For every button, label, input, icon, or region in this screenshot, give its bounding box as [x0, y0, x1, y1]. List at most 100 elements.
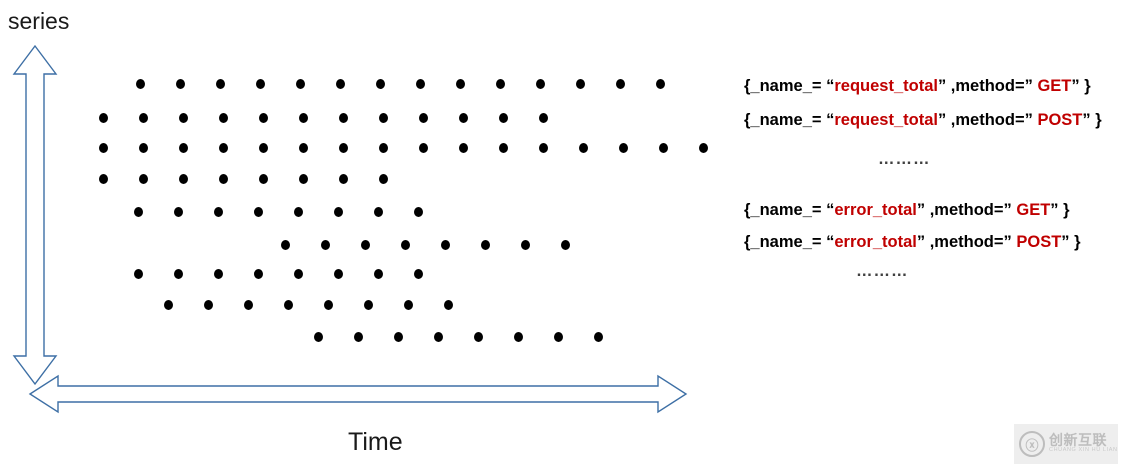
legend-metric-name: request_total — [834, 111, 938, 129]
scatter-dot — [338, 143, 348, 153]
legend-middle: ” ,method=” — [937, 111, 1038, 129]
scatter-dot — [373, 207, 383, 217]
legend-prefix: {_name_= “ — [744, 111, 835, 129]
scatter-dot — [535, 79, 545, 89]
scatter-dot — [213, 207, 223, 217]
scatter-dot — [338, 174, 348, 184]
scatter-dot — [418, 113, 428, 123]
legend-metric-name: request_total — [834, 77, 938, 95]
scatter-dot — [218, 113, 228, 123]
legend-suffix: ” } — [1061, 233, 1081, 251]
legend-item: {_name_= “error_total” ,method=” POST” } — [744, 234, 1081, 251]
watermark: ⓧ 创新互联 CHUANG XIN HU LIAN — [1014, 424, 1118, 464]
watermark-text: 创新互联 CHUANG XIN HU LIAN — [1049, 434, 1118, 454]
scatter-dot — [593, 332, 603, 342]
scatter-dot — [443, 300, 453, 310]
scatter-dot — [538, 143, 548, 153]
scatter-dot — [655, 79, 665, 89]
scatter-dot — [255, 79, 265, 89]
scatter-dot — [393, 332, 403, 342]
scatter-dot — [480, 240, 490, 250]
legend-method-value: GET — [1016, 201, 1051, 219]
scatter-dot — [293, 207, 303, 217]
scatter-dot — [513, 332, 523, 342]
legend-prefix: {_name_= “ — [744, 77, 835, 95]
scatter-dot — [433, 332, 443, 342]
scatter-dot — [298, 174, 308, 184]
scatter-dot — [375, 79, 385, 89]
legend-metric-name: error_total — [834, 233, 917, 251]
scatter-dot — [400, 240, 410, 250]
scatter-dot — [353, 332, 363, 342]
scatter-dot — [698, 143, 708, 153]
scatter-dot — [135, 79, 145, 89]
scatter-dot — [458, 143, 468, 153]
scatter-dot — [320, 240, 330, 250]
scatter-dot — [658, 143, 668, 153]
scatter-dot — [313, 332, 323, 342]
scatter-dot — [498, 143, 508, 153]
scatter-dot — [295, 79, 305, 89]
scatter-dot — [298, 113, 308, 123]
scatter-dot — [138, 143, 148, 153]
scatter-dot — [298, 143, 308, 153]
scatter-dot — [378, 113, 388, 123]
scatter-dot — [133, 269, 143, 279]
scatter-dot — [520, 240, 530, 250]
scatter-dot — [213, 269, 223, 279]
scatter-dot — [578, 143, 588, 153]
legend-item: {_name_= “request_total” ,method=” GET” … — [744, 78, 1091, 95]
scatter-dot — [498, 113, 508, 123]
vertical-axis-arrow-icon — [12, 44, 58, 386]
scatter-dot-field — [98, 79, 708, 342]
scatter-dot — [333, 207, 343, 217]
scatter-dot — [218, 143, 228, 153]
legend-suffix: ” } — [1071, 77, 1091, 95]
legend-item: {_name_= “request_total” ,method=” POST”… — [744, 112, 1102, 129]
scatter-dot — [178, 113, 188, 123]
legend-method-value: POST — [1016, 233, 1062, 251]
scatter-dot — [133, 207, 143, 217]
scatter-dot — [280, 240, 290, 250]
scatter-dot — [173, 269, 183, 279]
legend-ellipsis-upper: ……… — [878, 150, 931, 168]
scatter-dot — [418, 143, 428, 153]
legend-middle: ” ,method=” — [937, 77, 1038, 95]
scatter-dot — [178, 143, 188, 153]
scatter-dot — [293, 269, 303, 279]
x-axis-label: Time — [348, 428, 403, 456]
scatter-dot — [203, 300, 213, 310]
scatter-dot — [575, 79, 585, 89]
scatter-dot — [615, 79, 625, 89]
scatter-dot — [178, 174, 188, 184]
scatter-dot — [138, 113, 148, 123]
legend-item: {_name_= “error_total” ,method=” GET” } — [744, 202, 1070, 219]
legend-method-value: GET — [1037, 77, 1072, 95]
legend-middle: ” ,method=” — [916, 201, 1017, 219]
scatter-dot — [413, 207, 423, 217]
scatter-dot — [333, 269, 343, 279]
scatter-dot — [458, 113, 468, 123]
scatter-dot — [253, 269, 263, 279]
watermark-brand-pinyin: CHUANG XIN HU LIAN — [1049, 447, 1118, 454]
horizontal-axis-arrow-icon — [28, 374, 688, 414]
scatter-dot — [360, 240, 370, 250]
scatter-dot — [378, 174, 388, 184]
scatter-dot — [335, 79, 345, 89]
scatter-dot — [415, 79, 425, 89]
scatter-dot — [215, 79, 225, 89]
watermark-logo-glyph: ⓧ — [1025, 437, 1039, 453]
scatter-dot — [258, 113, 268, 123]
scatter-dot — [243, 300, 253, 310]
legend-prefix: {_name_= “ — [744, 201, 835, 219]
scatter-dot — [258, 174, 268, 184]
scatter-dot — [373, 269, 383, 279]
legend-middle: ” ,method=” — [916, 233, 1017, 251]
scatter-dot — [495, 79, 505, 89]
scatter-dot — [98, 174, 108, 184]
watermark-logo-icon: ⓧ — [1019, 431, 1045, 457]
legend-suffix: ” } — [1050, 201, 1070, 219]
scatter-dot — [413, 269, 423, 279]
watermark-brand-cn: 创新互联 — [1049, 432, 1107, 449]
